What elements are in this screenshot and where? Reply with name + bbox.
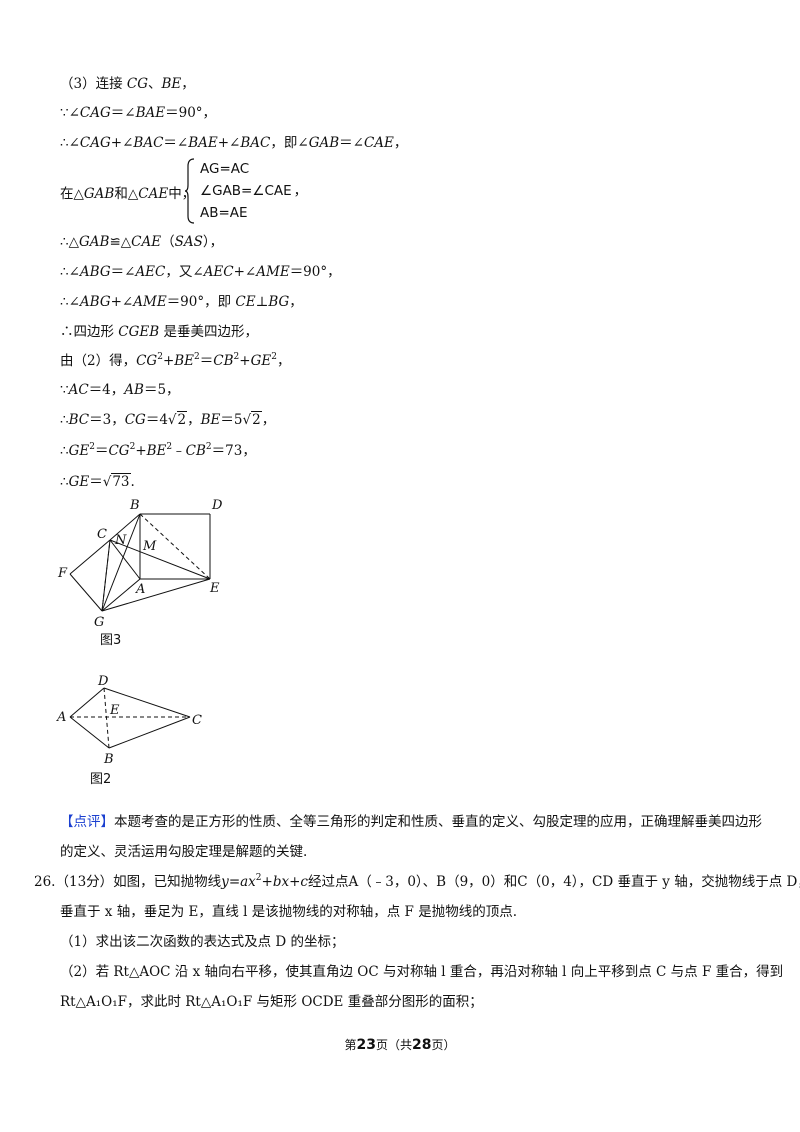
q26-line-2: 垂直于 x 轴，垂足为 E，直线 l 是该抛物线的对称轴，点 F 是抛物线的顶点… bbox=[60, 904, 517, 920]
condition-2: ∠GAB=∠CAE， bbox=[200, 183, 308, 199]
brace-label: 在△GAB和△CAE中， bbox=[60, 186, 196, 202]
proof-line-4: ∴∠ABG＝∠AEC，又∠AEC+∠AME＝90°， bbox=[60, 264, 341, 280]
svg-text:A: A bbox=[56, 710, 66, 725]
proof-line-10: ∴GE2＝CG2+BE2﹣CB2＝73， bbox=[60, 442, 256, 460]
label-G: G bbox=[94, 615, 104, 630]
proof-line-1: ∵∠CAG＝∠BAE＝90°， bbox=[60, 105, 217, 121]
label-F: F bbox=[57, 566, 68, 581]
proof-line-7: 由（2）得，CG2+BE2＝CB2+GE2， bbox=[60, 352, 291, 370]
step-3-intro: （3）连接 CG、BE， bbox=[60, 76, 195, 92]
label-M: M bbox=[142, 539, 157, 554]
proof-line-11: ∴GE＝√73. bbox=[60, 473, 135, 490]
condition-3: AB=AE bbox=[200, 205, 248, 221]
q26-part-2b: Rt△A₁O₁F，求此时 Rt△A₁O₁F 与矩形 OCDE 重叠部分图形的面积… bbox=[60, 994, 483, 1010]
proof-line-6: ∴四边形 CGEB 是垂美四边形， bbox=[60, 324, 258, 340]
q26-part-2a: （2）若 Rt△AOC 沿 x 轴向右平移，使其直角边 OC 与对称轴 l 重合… bbox=[60, 964, 784, 980]
svg-text:B: B bbox=[103, 752, 114, 767]
comment-line-1: 【点评】本题考查的是正方形的性质、全等三角形的判定和性质、垂直的定义、勾股定理的… bbox=[60, 814, 762, 830]
q26-line-1: 26.（13分）如图，已知抛物线y=ax2+bx+c经过点A（﹣3，0）、B（9… bbox=[34, 873, 800, 891]
svg-text:D: D bbox=[97, 674, 109, 689]
label-A: A bbox=[135, 582, 145, 597]
proof-line-9: ∴BC＝3，CG＝4√2，BE＝5√2， bbox=[60, 411, 276, 428]
proof-line-3: ∴△GAB≌△CAE（SAS）， bbox=[60, 234, 224, 250]
q26-part-1: （1）求出该二次函数的表达式及点 D 的坐标； bbox=[60, 934, 345, 950]
left-brace-icon bbox=[184, 158, 195, 224]
page-number: 23 bbox=[356, 1037, 376, 1053]
proof-line-5: ∴∠ABG+∠AME＝90°，即 CE⊥BG， bbox=[60, 294, 303, 310]
comment-line-2: 的定义、灵活运用勾股定理是解题的关键. bbox=[60, 844, 308, 860]
svg-text:E: E bbox=[109, 703, 120, 718]
label-N: N bbox=[114, 533, 127, 548]
page-footer: 第23页（共28页） bbox=[344, 1037, 456, 1053]
figure-3-caption: 图3 bbox=[100, 633, 121, 648]
figure-2-caption: 图2 bbox=[90, 772, 111, 787]
comment-tag: 【点评】 bbox=[60, 814, 114, 830]
proof-line-2: ∴∠CAG+∠BAC＝∠BAE+∠BAC，即∠GAB＝∠CAE， bbox=[60, 135, 408, 151]
label-C: C bbox=[97, 527, 107, 542]
label-D: D bbox=[211, 498, 223, 513]
label-E: E bbox=[209, 581, 220, 596]
label-B: B bbox=[129, 498, 140, 513]
proof-line-8: ∵AC＝4，AB＝5， bbox=[60, 382, 180, 398]
svg-text:C: C bbox=[192, 713, 202, 728]
page-total: 28 bbox=[412, 1037, 432, 1053]
condition-1: AG=AC bbox=[200, 161, 250, 177]
figure-2: D E A C B 图2 bbox=[56, 674, 202, 787]
figure-3: B D C N M F A E G 图3 bbox=[57, 498, 223, 648]
